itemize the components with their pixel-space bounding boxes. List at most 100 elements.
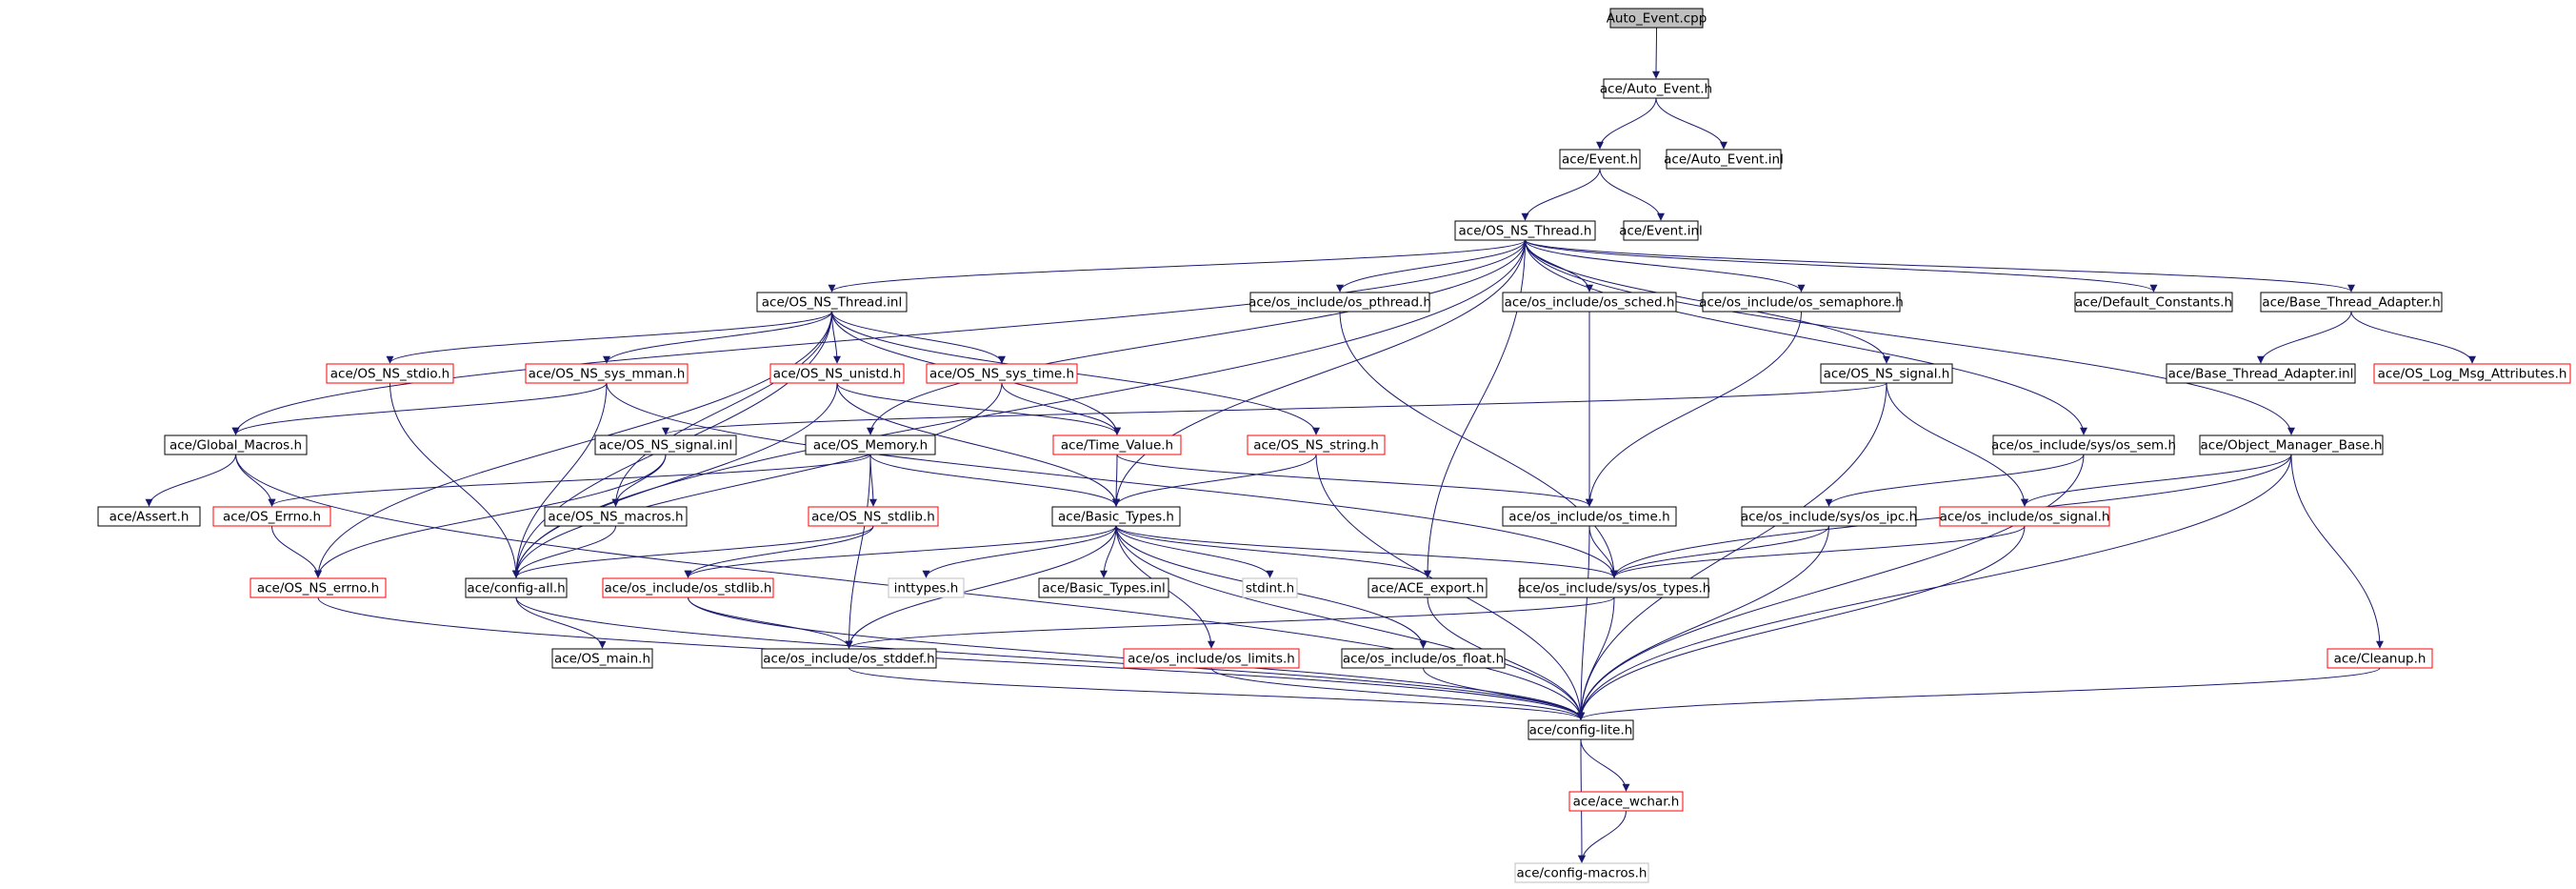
node-os-float-h[interactable]: ace/os_include/os_float.h [1341, 648, 1506, 669]
node-os-ns-macros-h[interactable]: ace/OS_NS_macros.h [544, 506, 688, 527]
node-os-time-h[interactable]: ace/os_include/os_time.h [1502, 506, 1677, 527]
node-box [808, 506, 939, 527]
node-config-macros-h[interactable]: ace/config-macros.h [1514, 862, 1649, 883]
edge-os_stddef_h-to-config_lite_h [849, 667, 1585, 720]
node-auto-event-h[interactable]: ace/Auto_Event.h [1600, 78, 1712, 99]
node-config-all-h[interactable]: ace/config-all.h [465, 577, 568, 598]
node-ace-wchar-h[interactable]: ace/ace_wchar.h [1568, 791, 1684, 812]
node-auto-event-cpp[interactable]: Auto_Event.cpp [1607, 8, 1707, 29]
edge-event_h-to-event_inl [1599, 168, 1665, 221]
node-stdint-h[interactable]: stdint.h [1242, 577, 1298, 598]
node-os-ns-signal-h[interactable]: ace/OS_NS_signal.h [1820, 363, 1953, 384]
node-box [769, 363, 905, 384]
node-box [551, 648, 653, 669]
node-box [326, 363, 454, 384]
node-label: ace/config-macros.h [1517, 866, 1647, 881]
node-box [1820, 363, 1953, 384]
node-os-limits-h[interactable]: ace/os_include/os_limits.h [1123, 648, 1300, 669]
node-box [1247, 434, 1386, 455]
node-label: ace/Global_Macros.h [170, 438, 302, 454]
node-os-ns-unistd-h[interactable]: ace/OS_NS_unistd.h [769, 363, 905, 384]
edge-os_signal_h-to-os_types_h [1610, 525, 2026, 578]
node-box [594, 434, 737, 455]
node-os-ns-stdlib-h[interactable]: ace/OS_NS_stdlib.h [808, 506, 939, 527]
edge-os_stdlib_h-to-os_stddef_h [688, 596, 853, 649]
node-box [1528, 719, 1634, 740]
node-box [1242, 577, 1298, 598]
edge-config_lite_h-to-ace_wchar_h [1580, 738, 1630, 792]
node-os-errno-h[interactable]: ace/OS_Errno.h [212, 506, 331, 527]
edge-os_memory_h-to-os_errno_h [268, 454, 871, 507]
node-box [2074, 292, 2233, 313]
node-os-ns-thread-h[interactable]: ace/OS_NS_Thread.h [1454, 220, 1596, 241]
edge-basic_types_h-to-os_stdlib_h [684, 525, 1117, 578]
node-os-sem-h[interactable]: ace/os_include/sys/os_sem.h [1991, 434, 2176, 455]
node-os-main-h[interactable]: ace/OS_main.h [551, 648, 653, 669]
edge-basic_types_h-to-os_types_h [1115, 525, 1618, 578]
edge-os_ns_thread_h-to-config_all_h [512, 239, 1526, 578]
node-cleanup-h[interactable]: ace/Cleanup.h [2326, 648, 2433, 669]
node-os-ns-string-h[interactable]: ace/OS_NS_string.h [1247, 434, 1386, 455]
node-os-stddef-h[interactable]: ace/os_include/os_stddef.h [761, 648, 937, 669]
node-label: ace/OS_NS_sys_time.h [929, 367, 1074, 382]
node-label: ace/OS_NS_Thread.inl [762, 295, 902, 311]
node-base-thread-adapter-h[interactable]: ace/Base_Thread_Adapter.h [2260, 292, 2443, 313]
node-os-ns-errno-h[interactable]: ace/OS_NS_errno.h [250, 577, 387, 598]
node-time-value-h[interactable]: ace/Time_Value.h [1052, 434, 1182, 455]
node-os-sched-h[interactable]: ace/os_include/os_sched.h [1502, 292, 1677, 313]
node-event-h[interactable]: ace/Event.h [1559, 149, 1641, 170]
edge-os_semaphore_h-to-os_time_h [1586, 311, 1802, 507]
edge-object_manager_base_h-to-cleanup_h [2290, 454, 2384, 649]
node-os-ns-signal-inl[interactable]: ace/OS_NS_signal.inl [594, 434, 737, 455]
node-os-memory-h[interactable]: ace/OS_Memory.h [805, 434, 936, 455]
edge-os_ns_signal_inl-to-os_ns_errno_h [314, 454, 667, 578]
node-label: ace/Base_Thread_Adapter.inl [2168, 367, 2354, 382]
node-box [1502, 506, 1677, 527]
node-os-ns-stdio-h[interactable]: ace/OS_NS_stdio.h [326, 363, 454, 384]
node-default-constants-h[interactable]: ace/Default_Constants.h [2074, 292, 2233, 313]
node-assert-h[interactable]: ace/Assert.h [97, 506, 201, 527]
node-event-inl[interactable]: ace/Event.inl [1619, 220, 1703, 241]
node-box [2166, 363, 2356, 384]
node-box [1741, 506, 1917, 527]
edge-basic_types_h-to-stdint_h [1115, 525, 1274, 578]
node-object-manager-base-h[interactable]: ace/Object_Manager_Base.h [2199, 434, 2384, 455]
node-auto-event-inl[interactable]: ace/Auto_Event.inl [1664, 149, 1784, 170]
node-inttypes-h[interactable]: inttypes.h [888, 577, 965, 598]
node-basic-types-inl[interactable]: ace/Basic_Types.inl [1038, 577, 1169, 598]
edge-os_ns_thread_h-to-os_sem_h [1525, 239, 2087, 435]
edge-global_macros_h-to-assert_h [145, 454, 236, 507]
node-os-pthread-h[interactable]: ace/os_include/os_pthread.h [1248, 292, 1431, 313]
edge-os_ns_sys_mman_h-to-os_types_h [606, 382, 1618, 578]
node-basic-types-h[interactable]: ace/Basic_Types.h [1051, 506, 1181, 527]
edge-basic_types_h-to-ace_export_h [1115, 525, 1431, 578]
node-ace-export-h[interactable]: ace/ACE_export.h [1368, 577, 1488, 598]
node-config-lite-h[interactable]: ace/config-lite.h [1528, 719, 1634, 740]
node-box [1454, 220, 1596, 241]
edge-os_memory_h-to-os_stddef_h [845, 454, 871, 649]
node-os-semaphore-h[interactable]: ace/os_include/os_semaphore.h [1699, 292, 1904, 313]
edge-os_limits_h-to-config_lite_h [1210, 667, 1585, 720]
node-box [465, 577, 568, 598]
node-os-types-h[interactable]: ace/os_include/sys/os_types.h [1518, 577, 1711, 598]
node-box [1939, 506, 2110, 527]
node-label: ace/os_include/os_limits.h [1128, 652, 1295, 667]
node-label: ace/Cleanup.h [2334, 652, 2426, 667]
edge-os_ipc_h-to-os_types_h [1610, 525, 1829, 578]
node-os-ns-sys-mman-h[interactable]: ace/OS_NS_sys_mman.h [525, 363, 689, 384]
node-os-stdlib-h[interactable]: ace/os_include/os_stdlib.h [602, 577, 774, 598]
node-os-signal-h[interactable]: ace/os_include/os_signal.h [1939, 506, 2110, 527]
node-global-macros-h[interactable]: ace/Global_Macros.h [164, 434, 308, 455]
node-os-log-msg-attributes-h[interactable]: ace/OS_Log_Msg_Attributes.h [2373, 363, 2571, 384]
edge-auto_event_h-to-event_h [1596, 97, 1657, 150]
node-os-ns-sys-time-h[interactable]: ace/OS_NS_sys_time.h [926, 363, 1078, 384]
node-os-ns-thread-inl[interactable]: ace/OS_NS_Thread.inl [756, 292, 908, 313]
node-os-ipc-h[interactable]: ace/os_include/sys/os_ipc.h [1741, 506, 1917, 527]
node-label: ace/Auto_Event.inl [1664, 152, 1784, 168]
node-box [602, 577, 774, 598]
node-base-thread-adapter-inl[interactable]: ace/Base_Thread_Adapter.inl [2166, 363, 2356, 384]
node-label: ace/ACE_export.h [1371, 581, 1485, 596]
node-label: ace/os_include/sys/os_sem.h [1991, 438, 2176, 454]
node-box [97, 506, 201, 527]
edge-os_sem_h-to-os_ipc_h [1825, 454, 2085, 507]
